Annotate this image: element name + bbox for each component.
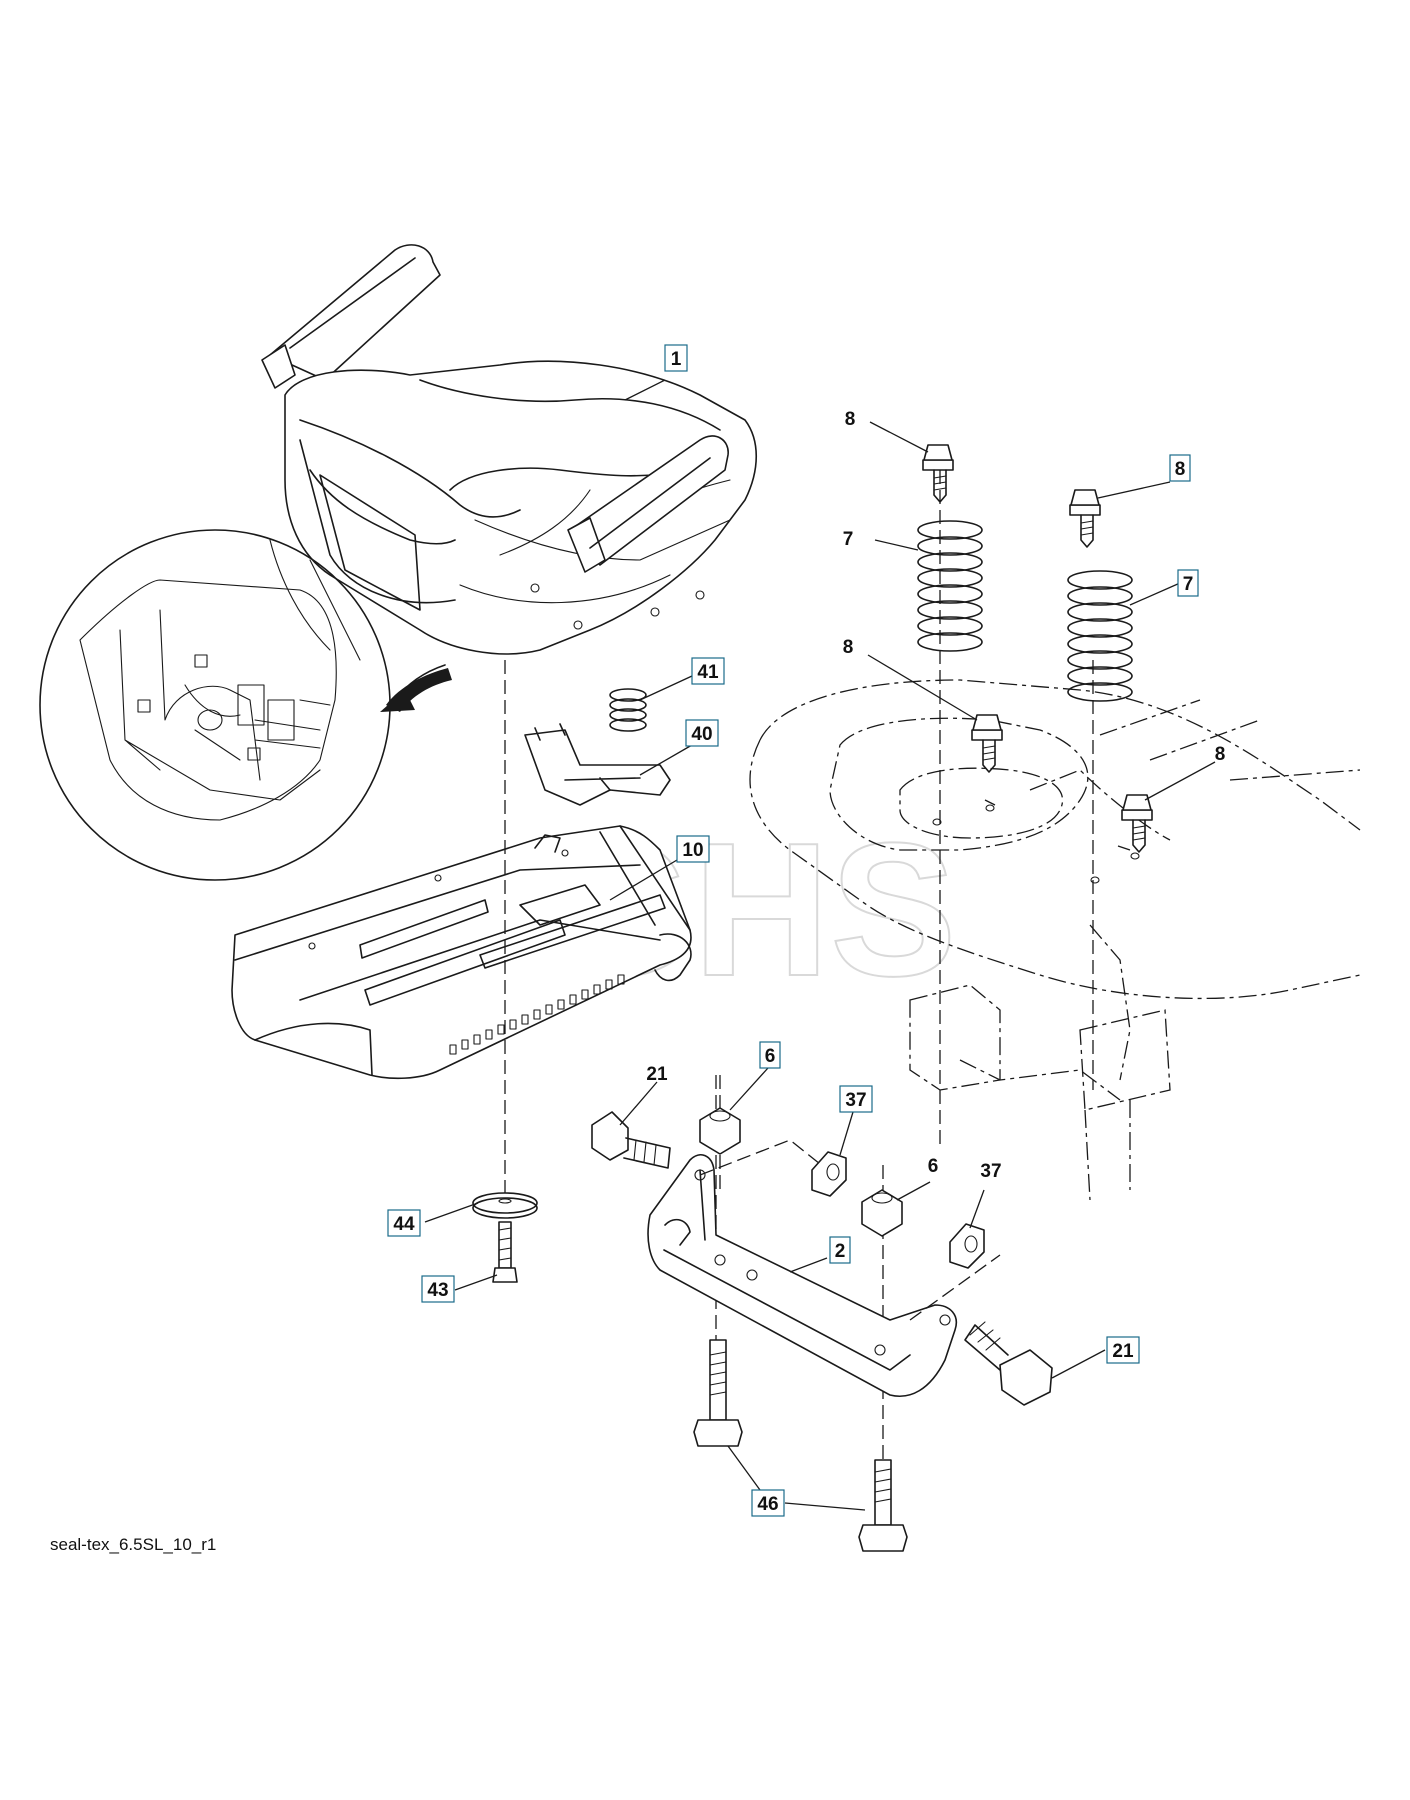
bolt-8b bbox=[1069, 489, 1101, 548]
seat bbox=[261, 244, 758, 655]
svg-text:7: 7 bbox=[843, 529, 854, 550]
callout-37a: 37 bbox=[839, 1085, 873, 1113]
callout-21a: 21 bbox=[646, 1064, 668, 1085]
nut-6b bbox=[861, 1189, 903, 1237]
part-44-washer bbox=[472, 1192, 538, 1219]
callout-8b: 8 bbox=[1169, 454, 1191, 482]
callout-46: 46 bbox=[751, 1489, 785, 1517]
spring-7a bbox=[917, 520, 983, 652]
nut-6a bbox=[699, 1107, 741, 1155]
callout-21b: 21 bbox=[1106, 1336, 1140, 1364]
svg-text:7: 7 bbox=[1183, 574, 1194, 595]
callouts: 1 8 8 7 7 8 8 41 40 10 21 6 37 6 37 44 4… bbox=[387, 344, 1226, 1517]
part-40-bracket bbox=[524, 723, 671, 806]
bolt-21b bbox=[964, 1321, 1053, 1406]
bolt-46b bbox=[858, 1459, 908, 1552]
callout-7a: 7 bbox=[843, 529, 854, 550]
svg-text:8: 8 bbox=[1175, 459, 1186, 480]
svg-text:21: 21 bbox=[1112, 1341, 1134, 1362]
part-7-springs bbox=[917, 520, 1133, 702]
callout-7b: 7 bbox=[1177, 569, 1199, 597]
svg-text:43: 43 bbox=[427, 1280, 448, 1301]
callout-8d: 8 bbox=[1215, 744, 1226, 765]
nut-37a bbox=[811, 1151, 847, 1197]
svg-text:6: 6 bbox=[928, 1156, 939, 1177]
svg-text:8: 8 bbox=[1215, 744, 1226, 765]
bolt-8a bbox=[922, 444, 954, 503]
callout-41: 41 bbox=[691, 657, 725, 685]
bolt-46a bbox=[693, 1339, 743, 1447]
svg-text:41: 41 bbox=[697, 662, 719, 683]
detail-view bbox=[39, 529, 452, 881]
svg-text:37: 37 bbox=[845, 1090, 866, 1111]
callout-8a: 8 bbox=[845, 409, 856, 430]
callout-6b: 6 bbox=[928, 1156, 939, 1177]
svg-text:10: 10 bbox=[682, 840, 703, 861]
part-37-nuts bbox=[811, 1151, 985, 1269]
svg-text:37: 37 bbox=[980, 1161, 1001, 1182]
callout-37b: 37 bbox=[980, 1161, 1001, 1182]
leader-lines bbox=[424, 379, 1216, 1511]
part-6-nuts bbox=[699, 1107, 903, 1237]
spring-7b bbox=[1067, 570, 1133, 702]
bolt-8c bbox=[971, 714, 1003, 773]
bolt-8d bbox=[1121, 794, 1153, 853]
drawing-code: seal-tex_6.5SL_10_r1 bbox=[50, 1535, 217, 1554]
svg-text:8: 8 bbox=[845, 409, 856, 430]
svg-text:40: 40 bbox=[691, 724, 712, 745]
adjust-slots bbox=[449, 974, 625, 1055]
part-10-seat-plate bbox=[231, 825, 692, 1080]
svg-text:21: 21 bbox=[646, 1064, 668, 1085]
svg-text:44: 44 bbox=[393, 1214, 415, 1235]
part-8-bolts bbox=[922, 444, 1153, 853]
svg-text:1: 1 bbox=[671, 349, 682, 370]
callout-43: 43 bbox=[421, 1275, 455, 1303]
callout-44: 44 bbox=[387, 1209, 421, 1237]
svg-text:2: 2 bbox=[835, 1241, 846, 1262]
callout-8c: 8 bbox=[843, 637, 854, 658]
part-41-spring bbox=[609, 688, 647, 732]
callout-10: 10 bbox=[676, 835, 710, 863]
svg-text:6: 6 bbox=[765, 1046, 776, 1067]
svg-text:8: 8 bbox=[843, 637, 854, 658]
part-46-bolts bbox=[693, 1339, 908, 1552]
part-43-bolt bbox=[492, 1221, 518, 1283]
part-21-bolts bbox=[591, 1111, 1053, 1406]
bolt-21a bbox=[591, 1111, 671, 1169]
nut-37b bbox=[949, 1223, 985, 1269]
svg-text:46: 46 bbox=[757, 1494, 778, 1515]
callout-2: 2 bbox=[829, 1236, 851, 1264]
callout-40: 40 bbox=[685, 719, 719, 747]
callout-1: 1 bbox=[664, 344, 688, 372]
part-2-bracket bbox=[647, 1139, 1001, 1397]
callout-6a: 6 bbox=[759, 1041, 781, 1069]
